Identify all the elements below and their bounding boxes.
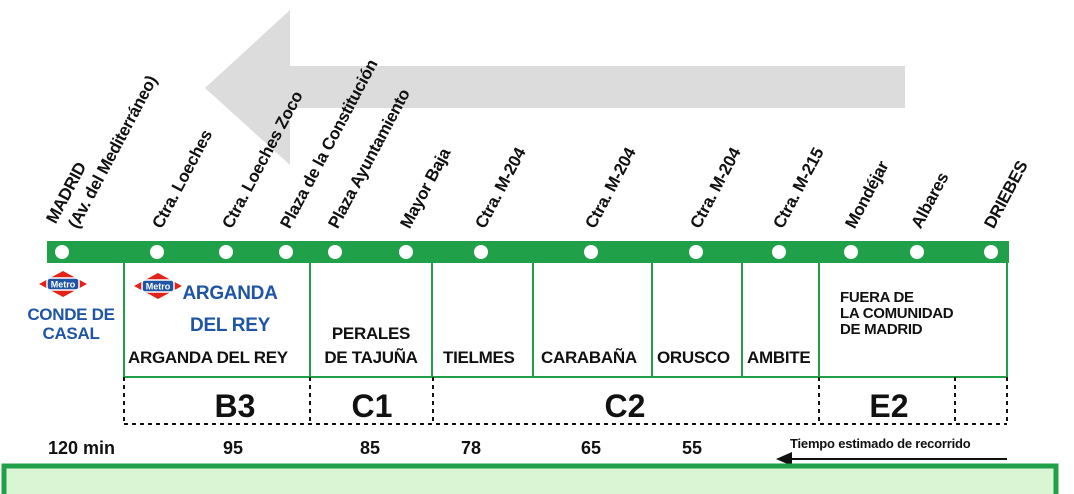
metro-logo-icon: Metro <box>39 271 87 297</box>
stop-dot <box>219 245 233 259</box>
stop-dot <box>474 245 488 259</box>
stop-dot <box>328 245 342 259</box>
metro-logo-text: Metro <box>146 282 171 292</box>
town-ambite: AMBITE <box>747 348 811 367</box>
zone-b3: B3 <box>214 388 256 424</box>
town-arganda: ARGANDA DEL REY <box>128 348 288 367</box>
stop-dot <box>910 245 924 259</box>
stop-dots <box>55 245 998 259</box>
time-65: 65 <box>581 438 602 458</box>
stop-dot <box>279 245 293 259</box>
town-boxes <box>123 261 1008 378</box>
time-78: 78 <box>461 438 482 458</box>
zone-e2: E2 <box>869 388 909 424</box>
metro-logo-text: Metro <box>51 280 76 290</box>
town-carabana: CARABAÑA <box>541 348 637 367</box>
stop-dot <box>844 245 858 259</box>
stop-dot <box>150 245 164 259</box>
time-55: 55 <box>682 438 703 458</box>
town-fuera-de-madrid: FUERA DE LA COMUNIDAD DE MADRID <box>840 289 954 338</box>
town-orusco: ORUSCO <box>657 348 730 367</box>
time-note: Tiempo estimado de recorrido <box>790 436 971 451</box>
stop-dot <box>689 245 703 259</box>
time-120: 120 min <box>48 438 116 458</box>
zone-c1: C1 <box>351 388 393 424</box>
stop-dot <box>984 245 998 259</box>
stop-dot <box>399 245 413 259</box>
stop-dot <box>584 245 598 259</box>
town-perales: PERALES DE TAJUÑA <box>324 324 418 367</box>
zone-separators <box>123 377 1008 425</box>
time-85: 85 <box>360 438 381 458</box>
stop-dot <box>772 245 786 259</box>
back-arrow-icon <box>776 452 1007 466</box>
bottom-banner <box>1 463 1059 494</box>
zone-c2: C2 <box>604 388 646 424</box>
metro-logo-icon: Metro <box>134 273 182 299</box>
route-bar <box>47 241 1009 263</box>
stop-dot <box>55 245 69 259</box>
town-conde-de-casal: CONDE DE CASAL <box>27 305 115 343</box>
town-tielmes: TIELMES <box>443 348 515 367</box>
town-arganda-metro: ARGANDA DEL REY <box>182 283 278 336</box>
time-95: 95 <box>223 438 244 458</box>
